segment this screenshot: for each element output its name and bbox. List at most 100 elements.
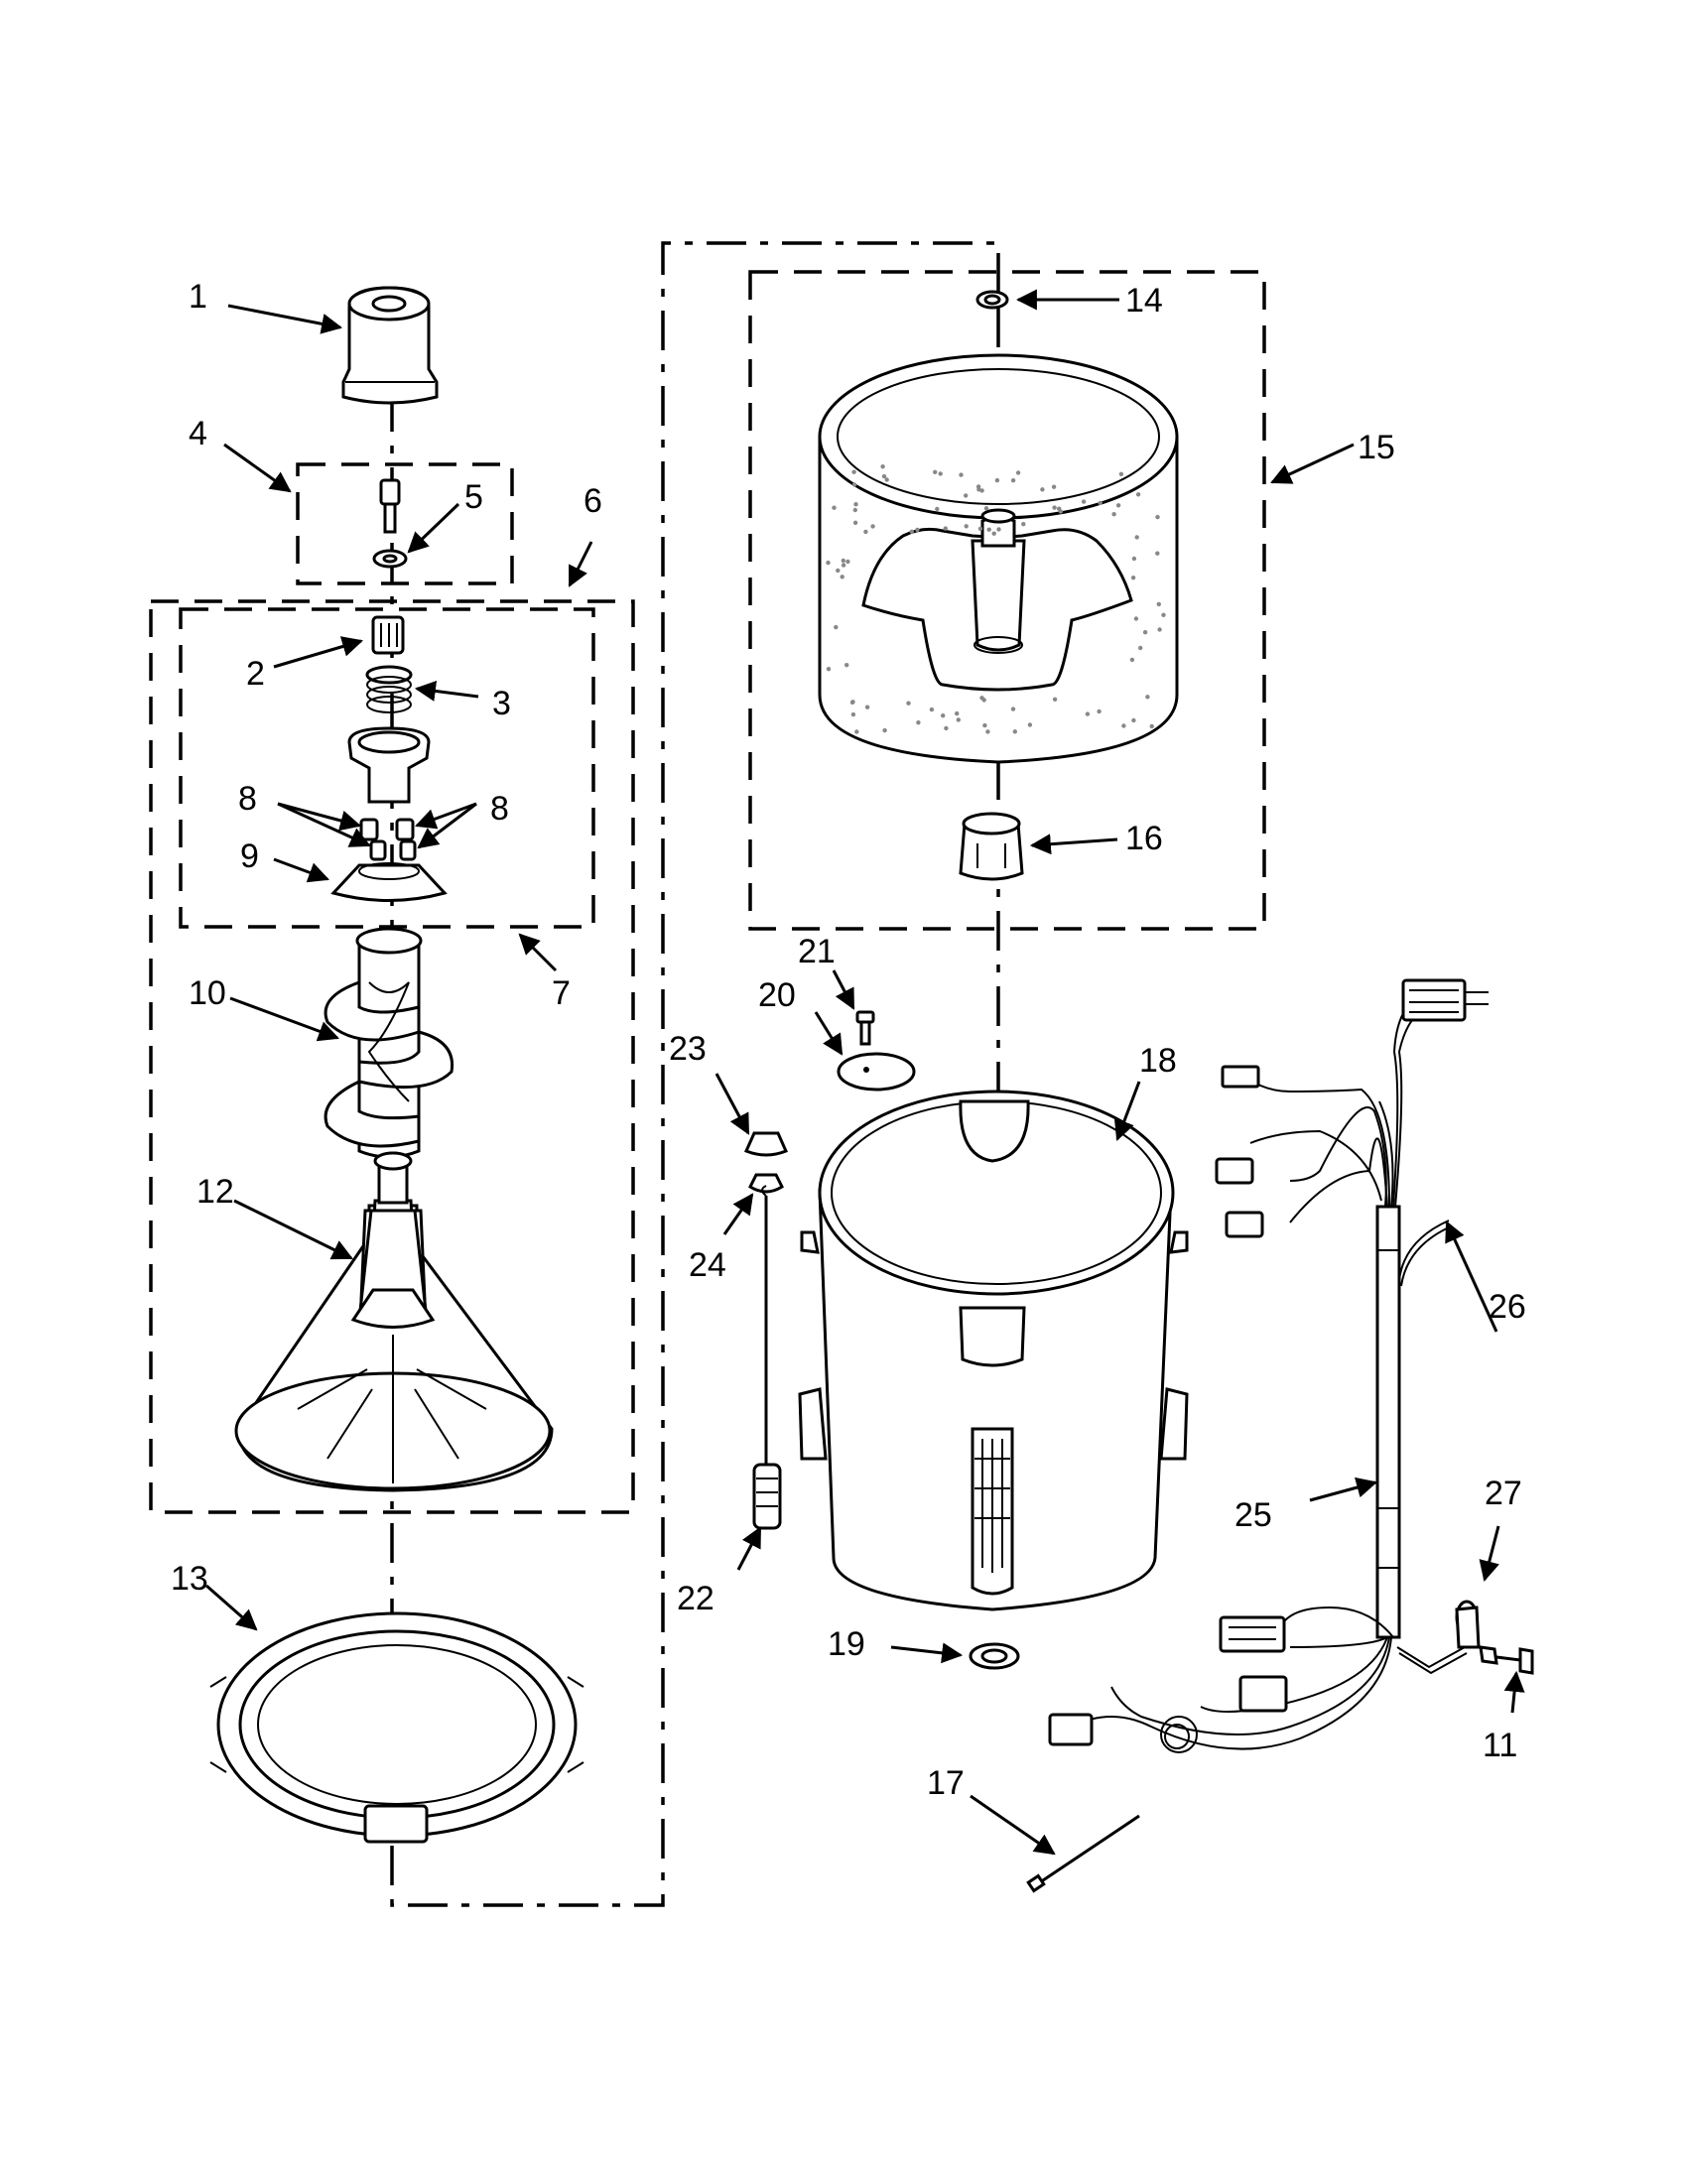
perforation-dot bbox=[1115, 503, 1121, 508]
callout-27: 27 bbox=[1485, 1475, 1522, 1512]
perforation-dot bbox=[941, 713, 946, 718]
part-18-outer-tub bbox=[798, 1090, 1189, 1611]
part-9-retainer bbox=[330, 862, 448, 902]
perforation-dot bbox=[991, 531, 996, 536]
callout-14: 14 bbox=[1125, 282, 1163, 320]
part-20-plate bbox=[837, 1052, 916, 1092]
part-22-rod-assembly bbox=[752, 1185, 782, 1530]
part-27-clamp bbox=[1396, 1600, 1481, 1675]
perforation-dot bbox=[1149, 723, 1154, 729]
perforation-dot bbox=[870, 524, 875, 529]
perforation-dot bbox=[1131, 556, 1137, 562]
perforation-dot bbox=[1097, 708, 1102, 714]
part-14-nut bbox=[975, 290, 1009, 310]
perforation-dot bbox=[1142, 630, 1148, 635]
callout-26: 26 bbox=[1489, 1288, 1526, 1326]
perforation-dot bbox=[1021, 522, 1026, 527]
perforation-dot bbox=[1161, 612, 1166, 617]
perforation-dot bbox=[1012, 729, 1017, 734]
perforation-dot bbox=[1157, 627, 1162, 632]
perforation-dot bbox=[977, 526, 983, 531]
perforation-dot bbox=[1010, 707, 1016, 711]
part-13-tub-ring bbox=[209, 1611, 584, 1844]
perforation-dot bbox=[955, 710, 960, 716]
perforation-dot bbox=[832, 505, 837, 510]
perforation-dot bbox=[1121, 723, 1126, 728]
part-25-wire-harness bbox=[1071, 991, 1489, 1753]
perforation-dot bbox=[852, 520, 858, 525]
perforation-dot bbox=[834, 624, 839, 630]
callout-19: 19 bbox=[828, 1625, 865, 1663]
callout-3: 3 bbox=[492, 685, 511, 722]
part-24-cup bbox=[748, 1173, 784, 1194]
perforation-dot bbox=[976, 487, 981, 492]
group-box-15 bbox=[748, 270, 1266, 931]
part-23-cap bbox=[743, 1131, 789, 1157]
perforation-dot bbox=[959, 472, 964, 477]
group-box-4 bbox=[296, 462, 514, 585]
part-12-hub bbox=[234, 1151, 554, 1492]
leader-lines bbox=[205, 289, 1525, 1856]
perforation-dot bbox=[944, 725, 949, 731]
part-cam bbox=[347, 726, 431, 804]
perforation-dot bbox=[1134, 535, 1139, 540]
perforation-dot bbox=[979, 696, 984, 701]
perforation-dot bbox=[1081, 499, 1087, 504]
callout-7: 7 bbox=[552, 974, 571, 1012]
perforation-dot bbox=[956, 717, 961, 722]
perforation-dot bbox=[853, 502, 858, 507]
perforation-dot bbox=[1145, 695, 1150, 700]
harness-connectors bbox=[1048, 978, 1467, 1746]
callout-6: 6 bbox=[584, 482, 602, 520]
perforation-dot bbox=[1155, 514, 1160, 520]
callout-10: 10 bbox=[189, 974, 226, 1012]
part-5-washer bbox=[372, 549, 408, 569]
callout-21: 21 bbox=[798, 933, 836, 970]
callout-1: 1 bbox=[189, 278, 207, 316]
callout-8b: 8 bbox=[490, 790, 509, 828]
part-2-sleeve bbox=[371, 615, 405, 655]
perforation-dot bbox=[880, 464, 885, 469]
callout-5: 5 bbox=[464, 478, 483, 516]
perforation-dot bbox=[1027, 722, 1033, 727]
perforation-dot bbox=[1130, 576, 1136, 580]
perforation-dot bbox=[826, 667, 832, 672]
part-19-seal bbox=[969, 1642, 1020, 1670]
perforation-dot bbox=[1010, 478, 1016, 483]
part-11-screw bbox=[1479, 1645, 1534, 1675]
perforation-dot bbox=[915, 527, 920, 533]
perforation-dot bbox=[1052, 697, 1058, 702]
callout-17: 17 bbox=[927, 1764, 965, 1802]
perforation-dot bbox=[1111, 512, 1116, 517]
basket-perforations bbox=[826, 464, 1166, 734]
perforation-dot bbox=[964, 524, 969, 529]
perforation-dot bbox=[986, 527, 991, 532]
perforation-dot bbox=[1098, 500, 1103, 506]
perforation-dot bbox=[845, 559, 850, 565]
perforation-dot bbox=[938, 471, 943, 476]
part-16-coupling bbox=[959, 812, 1024, 881]
perforation-dot bbox=[982, 722, 987, 728]
callout-22: 22 bbox=[677, 1580, 714, 1617]
callout-23: 23 bbox=[669, 1030, 707, 1068]
perforation-dot bbox=[1156, 601, 1162, 607]
perforation-dot bbox=[964, 493, 969, 498]
perforation-dot bbox=[906, 701, 911, 706]
perforation-dot bbox=[863, 529, 868, 535]
perforation-dot bbox=[849, 700, 855, 706]
perforation-dot bbox=[943, 526, 948, 531]
perforation-dot bbox=[1135, 492, 1141, 497]
perforation-dot bbox=[929, 707, 935, 712]
callout-24: 24 bbox=[689, 1246, 726, 1284]
part-4-bolt bbox=[379, 478, 401, 534]
perforation-dot bbox=[882, 727, 887, 733]
perforation-dot bbox=[916, 720, 921, 725]
perforation-dot bbox=[1133, 616, 1139, 621]
part-26-ground-wire bbox=[1398, 1220, 1452, 1287]
perforation-dot bbox=[1051, 484, 1057, 489]
callout-20: 20 bbox=[758, 976, 796, 1014]
part-8-dogs bbox=[359, 818, 417, 861]
perforation-dot bbox=[935, 506, 940, 512]
perforation-dot bbox=[983, 506, 989, 511]
perforation-dot bbox=[1085, 711, 1091, 716]
